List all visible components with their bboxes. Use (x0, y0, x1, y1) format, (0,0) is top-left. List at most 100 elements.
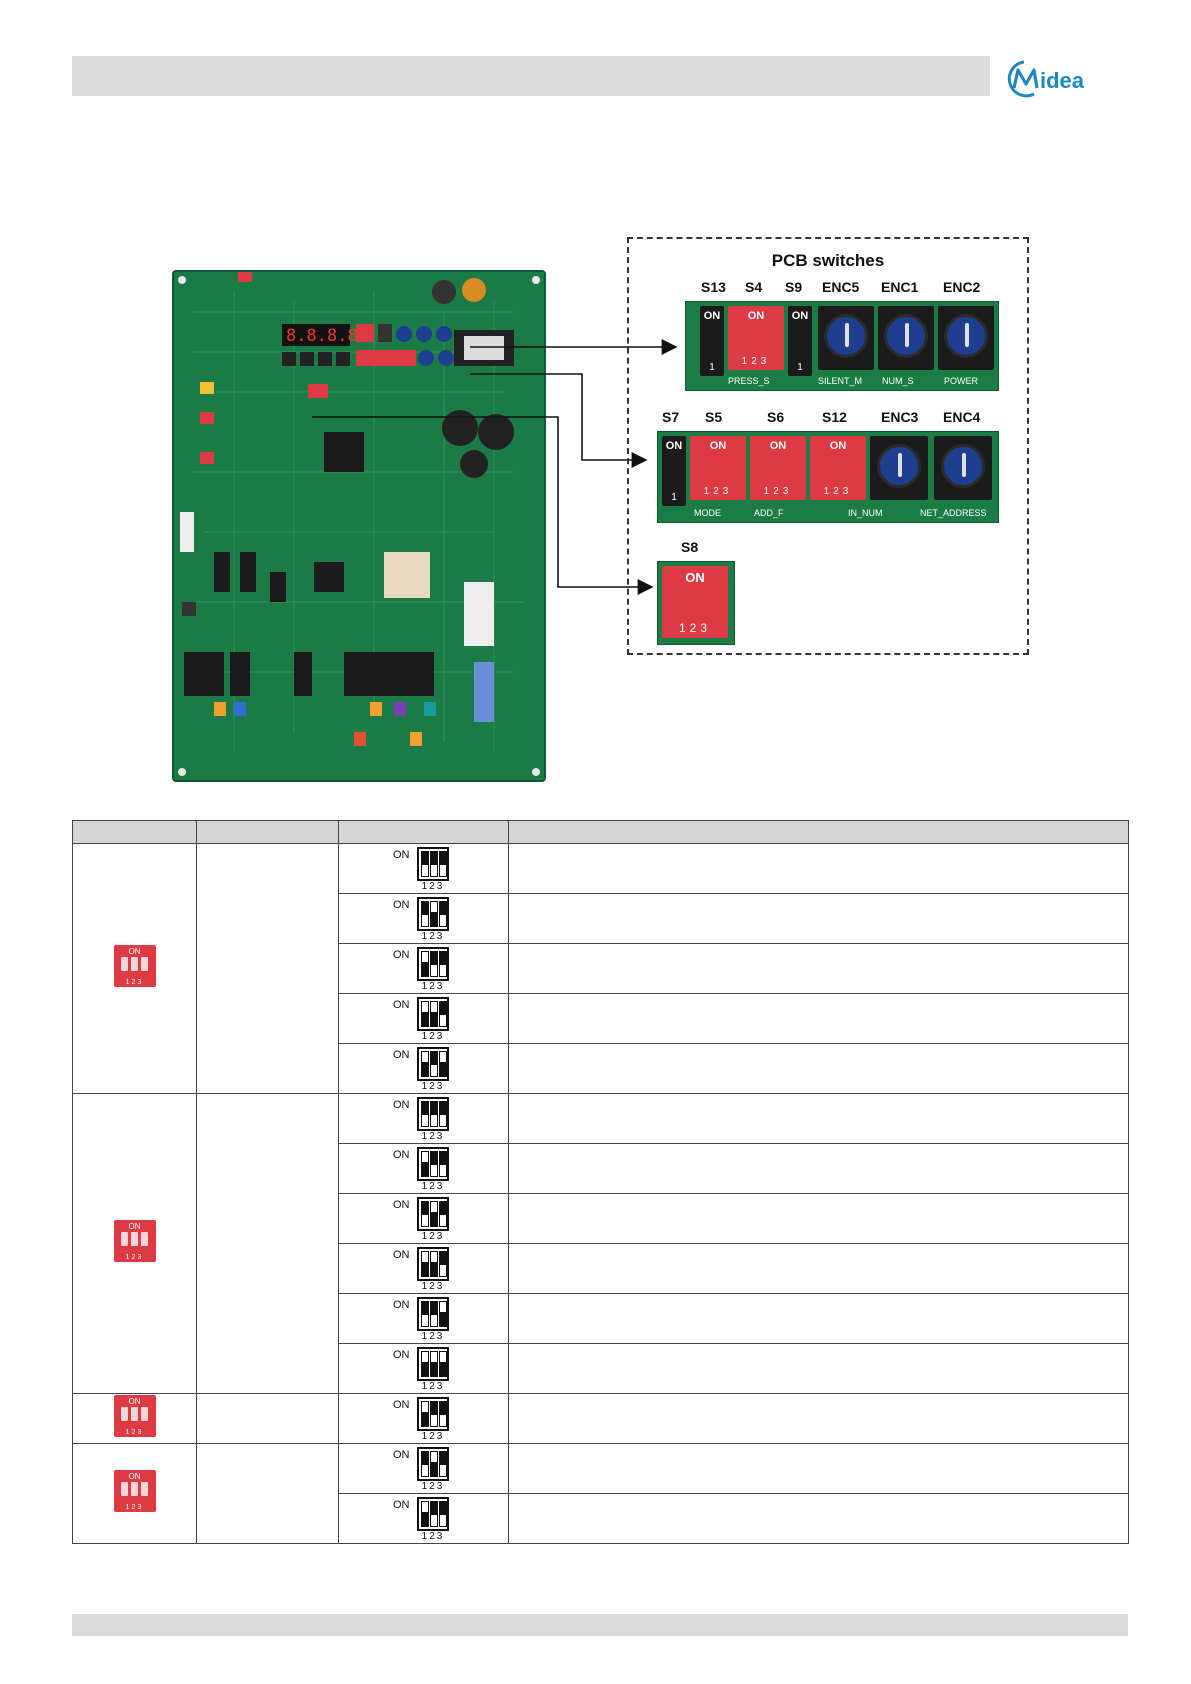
dip-on-label: ON (393, 948, 410, 961)
rotary-enc4-knob (941, 444, 985, 488)
dip-photo-levers (120, 957, 151, 975)
switch-s13: ON 1 (700, 306, 724, 376)
svg-text:8.8.8.8: 8.8.8.8 (286, 326, 358, 346)
dip-lever-position-down (431, 1262, 437, 1276)
dip-lever-position-up (431, 1151, 437, 1165)
dip-lever-position-up (422, 1201, 428, 1215)
setting-description-cell (508, 1493, 1129, 1544)
silk-power: POWER (944, 376, 979, 386)
dip-numbers: 123 (421, 1030, 445, 1042)
dip-frame (417, 1396, 449, 1431)
dip-photo-lever (130, 1232, 138, 1246)
label-s6: S6 (767, 409, 785, 425)
dip-setting-diagram: ON 123 (393, 1195, 451, 1243)
switch-setting-cell: ON 123 (338, 943, 509, 994)
svg-text:idea: idea (1040, 68, 1085, 93)
switch-strip-row2: ON 1 ON 123 ON 123 ON 123 MODE ADD_F IN_… (657, 431, 999, 523)
dip-on-label: ON (393, 898, 410, 911)
dip-lever-3 (439, 1350, 447, 1377)
dip-lever-1 (421, 1450, 429, 1477)
dip-lever-position-up (440, 1501, 446, 1515)
dip-lever-position-up (422, 851, 428, 865)
dip-lever-position-down (440, 1312, 446, 1326)
setting-description-cell (508, 1043, 1129, 1094)
dip-lever-position-down (431, 1212, 437, 1226)
switch-name-cell (196, 1093, 339, 1394)
dip-lever-3 (439, 1500, 447, 1527)
dip-frame (417, 1246, 449, 1281)
dip-on-label: ON (393, 1198, 410, 1211)
setting-description-cell (508, 1193, 1129, 1244)
switch-s5: ON 123 (690, 436, 746, 500)
dip-photo-lever (140, 1232, 148, 1246)
setting-description-cell (508, 993, 1129, 1044)
dip-lever-3 (439, 1100, 447, 1127)
dip-numbers: 123 (421, 1380, 445, 1392)
setting-description-cell (508, 1143, 1129, 1194)
dip-numbers: 123 (421, 1230, 445, 1242)
dip-frame (417, 1096, 449, 1131)
dip-lever-1 (421, 1000, 429, 1027)
dip-lever-2 (430, 1000, 438, 1027)
dip-lever-position-up (440, 1451, 446, 1465)
dip-lever-2 (430, 950, 438, 977)
dip-setting-diagram: ON 123 (393, 895, 451, 943)
setting-description-cell (508, 1393, 1129, 1444)
dip-numbers: 123 (421, 880, 445, 892)
silk-add-f: ADD_F (754, 508, 784, 518)
dip-numbers: 123 (421, 980, 445, 992)
setting-description-cell (508, 1343, 1129, 1394)
dip-frame (417, 1446, 449, 1481)
dip-lever-position-up (422, 1301, 428, 1315)
setting-description-cell (508, 943, 1129, 994)
dip-lever-1 (421, 850, 429, 877)
switch-strip-row1: ON 1 ON 123 ON 1 PRESS_S SILENT_M NUM_S … (685, 301, 999, 391)
label-s12: S12 (822, 409, 847, 425)
dip-lever-position-down (431, 1362, 437, 1376)
callout-title: PCB switches (771, 251, 885, 270)
dip-photo-lever (130, 1407, 138, 1421)
dip-lever-1 (421, 1200, 429, 1227)
dip-lever-position-down (431, 1012, 437, 1026)
dip-lever-3 (439, 1400, 447, 1427)
table-header-cell (338, 820, 509, 844)
dip-lever-3 (439, 1300, 447, 1327)
dip-lever-position-up (422, 901, 428, 915)
table-header-row (72, 820, 1129, 844)
dip-lever-1 (421, 1250, 429, 1277)
label-enc3: ENC3 (881, 409, 919, 425)
dip-lever-3 (439, 1250, 447, 1277)
dip-frame (417, 1296, 449, 1331)
dip-lever-position-up (440, 901, 446, 915)
dip-lever-1 (421, 900, 429, 927)
dip-photo-levers (120, 1482, 151, 1500)
dip-numbers: 123 (421, 930, 445, 942)
dip-lever-2 (430, 1400, 438, 1427)
dip-lever-2 (430, 1450, 438, 1477)
dip-lever-1 (421, 1300, 429, 1327)
silk-num-s: NUM_S (882, 376, 914, 386)
dip-photo-lever (120, 1232, 128, 1246)
header-bar (72, 56, 990, 96)
dip-lever-position-up (422, 1451, 428, 1465)
table-header-cell (72, 820, 197, 844)
table-row: ON 123 (73, 893, 1129, 944)
